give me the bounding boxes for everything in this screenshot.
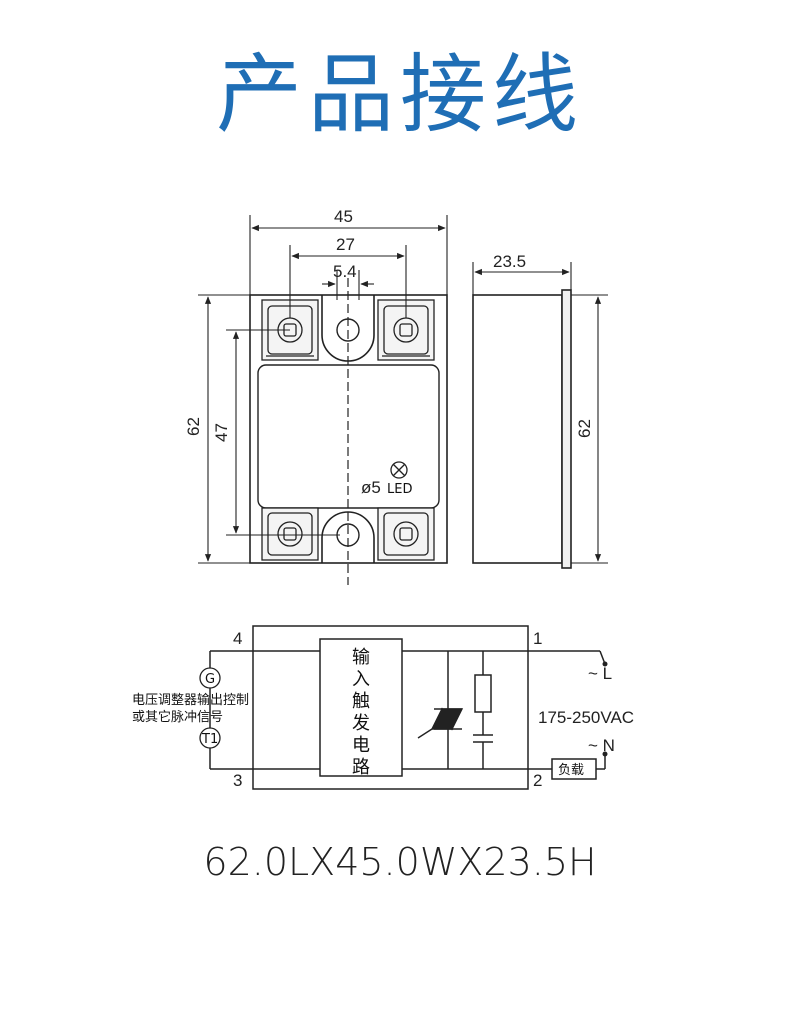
size-spec: 62.0LX45.0WX23.5H	[203, 840, 597, 884]
trigger-char-2: 入	[352, 669, 370, 690]
trigger-char-4: 发	[352, 713, 370, 734]
terminal-bottom-left	[261, 507, 319, 561]
control-terminals	[199, 667, 221, 749]
dim-width-45: 45	[334, 207, 353, 226]
g-terminal-icon	[199, 667, 221, 689]
terminal-3: 3	[233, 771, 242, 790]
trigger-char-3: 触	[352, 691, 370, 712]
t1-terminal-icon	[199, 727, 221, 749]
trigger-circuit-box	[319, 638, 403, 777]
terminal-2: 2	[533, 771, 542, 790]
led-text-label: LED	[387, 482, 412, 497]
trigger-char-6: 路	[352, 757, 370, 778]
dim-height-62-left: 62	[184, 417, 203, 436]
terminal-4: 4	[233, 629, 242, 648]
g-terminal-label: G	[205, 672, 215, 687]
control-signal-line1: 电压调整器输出控制	[132, 692, 249, 708]
triac-symbol	[417, 707, 464, 739]
terminal-bottom-right	[377, 507, 435, 561]
side-base-plate	[561, 289, 572, 569]
front-dimension-lines	[198, 215, 448, 564]
dim-width-27: 27	[336, 235, 355, 254]
phase-l-label: ~ L	[588, 664, 612, 683]
wiring-diagram	[209, 625, 606, 790]
side-body	[472, 294, 563, 564]
terminal-1: 1	[533, 629, 542, 648]
voltage-range-label: 175-250VAC	[538, 708, 634, 727]
trigger-char-5: 电	[352, 735, 370, 756]
control-signal-line2: 或其它脉冲信号	[132, 709, 223, 725]
dim-height-62-right: 62	[575, 419, 594, 438]
dim-height-47: 47	[212, 423, 231, 442]
led-diameter-label: ø5	[361, 478, 381, 497]
load-box	[551, 758, 597, 780]
led-indicator-icon	[390, 461, 408, 479]
phase-terminals	[602, 661, 608, 757]
module-outline	[252, 625, 529, 790]
dim-depth-23-5: 23.5	[493, 252, 526, 271]
phase-n-label: ~ N	[588, 736, 615, 755]
screw-terminals	[261, 299, 435, 561]
side-view	[472, 289, 572, 569]
dim-width-5-4: 5.4	[333, 262, 357, 281]
page-title: 产品接线	[216, 45, 584, 145]
load-label: 负载	[558, 763, 584, 778]
t1-terminal-label: T1	[201, 732, 218, 747]
trigger-char-1: 输	[352, 647, 370, 668]
side-dimension-lines	[472, 262, 608, 564]
